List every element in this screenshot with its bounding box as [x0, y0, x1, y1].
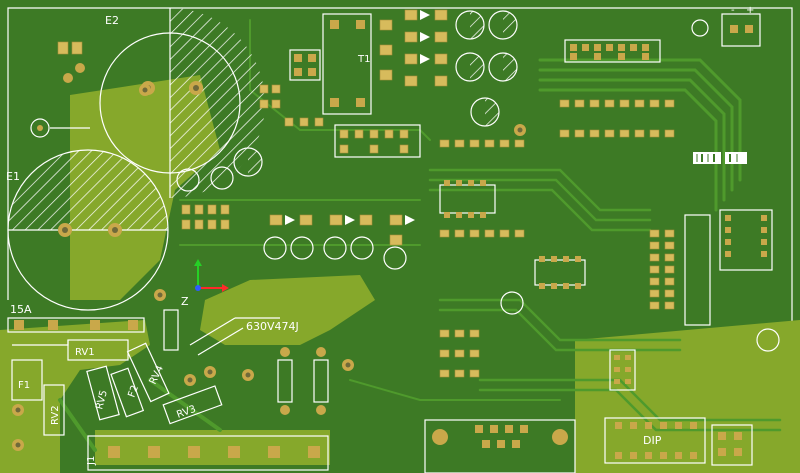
label-e2: E2 [105, 14, 119, 27]
power-connector-top-right [691, 13, 761, 47]
small-capacitors [176, 10, 780, 352]
resistors-bottom-center [277, 347, 329, 415]
label-axis-z: Z [181, 295, 189, 308]
db-connector [424, 419, 576, 473]
smd-cluster-middle [181, 204, 415, 270]
label-e1: E1 [6, 170, 20, 183]
label-rv2: RV2 [50, 405, 61, 425]
diode-array-top [379, 9, 448, 87]
dip-ic-right [719, 209, 773, 271]
label-minus: - [731, 5, 735, 16]
resistor-columns-right [439, 99, 711, 378]
label-rv1: RV1 [75, 347, 95, 358]
barcode-labels [693, 152, 747, 164]
label-rv5: RV5 [94, 389, 110, 411]
label-630v474j: 630V474J [246, 320, 299, 333]
dip-ic-left [439, 180, 496, 218]
corner-pads [57, 41, 85, 83]
board-outline [7, 7, 793, 465]
label-j1: J1 [86, 456, 97, 466]
fuse-holder-15a [7, 317, 145, 333]
label-t1: T1 [357, 54, 370, 65]
transformer-t1 [322, 13, 372, 115]
smd-cluster-top [259, 84, 421, 158]
label-f2: F2 [126, 384, 140, 399]
ic-u1 [289, 49, 321, 81]
label-dip: DIP [643, 434, 662, 447]
label-15a: 15A [10, 303, 32, 316]
dip-ic-center [534, 256, 586, 289]
axis-indicator [194, 259, 229, 292]
connector-j1 [87, 435, 329, 471]
mounting-holes [12, 84, 526, 451]
header-top-right [564, 39, 661, 63]
varistor-group [11, 339, 223, 436]
test-point [30, 118, 90, 138]
capacitor-e1 [7, 149, 169, 311]
ic-small-right [609, 349, 636, 391]
film-capacitor [163, 309, 280, 356]
dip-switch [604, 417, 753, 466]
label-f1: F1 [18, 380, 30, 391]
label-plus: + [746, 5, 754, 16]
